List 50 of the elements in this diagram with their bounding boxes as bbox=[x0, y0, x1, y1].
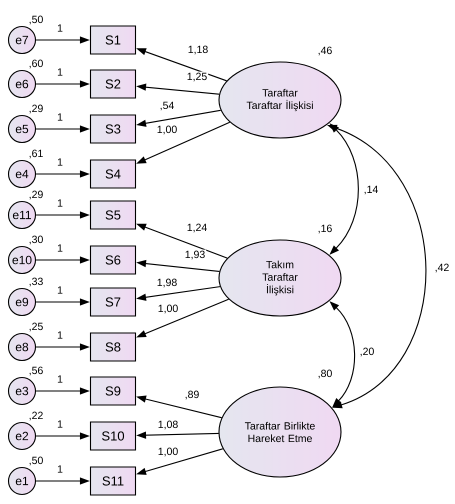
observed-variable-box: S8 bbox=[90, 332, 136, 362]
variance-label: ,60 bbox=[30, 60, 43, 68]
variance-label: ,80 bbox=[318, 370, 332, 378]
edge-label: ,42 bbox=[434, 262, 450, 274]
edge-label: 1 bbox=[56, 243, 64, 253]
observed-variable-box: S1 bbox=[90, 25, 136, 55]
observed-variable-box: S10 bbox=[90, 421, 136, 451]
variance-label: ,25 bbox=[30, 322, 43, 332]
edge-label: 1,00 bbox=[156, 446, 180, 458]
edge-label: 1 bbox=[56, 198, 64, 208]
edge-label: ,20 bbox=[358, 346, 376, 358]
edge-label: 1,18 bbox=[186, 44, 210, 56]
edge-label: 1 bbox=[56, 464, 64, 474]
variance-label: ,50 bbox=[30, 16, 43, 24]
edge-label: 1 bbox=[56, 23, 64, 33]
edge-label: 1 bbox=[56, 419, 64, 429]
edge-label: 1,08 bbox=[156, 420, 180, 430]
variance-label: ,29 bbox=[30, 104, 43, 114]
edge-label: ,54 bbox=[158, 100, 176, 112]
edge-label: 1,00 bbox=[156, 124, 178, 136]
variance-label: ,61 bbox=[30, 150, 43, 158]
observed-variable-box: S5 bbox=[90, 200, 136, 230]
observed-variable-box: S11 bbox=[90, 466, 136, 496]
variance-label: ,29 bbox=[30, 190, 43, 200]
edge-label: ,14 bbox=[362, 184, 380, 196]
variance-label: ,46 bbox=[318, 46, 332, 56]
variance-label: ,33 bbox=[30, 278, 43, 286]
variance-label: ,22 bbox=[30, 412, 43, 420]
edge-label: 1,98 bbox=[156, 278, 178, 288]
variance-label: ,30 bbox=[30, 236, 43, 244]
observed-variable-box: S7 bbox=[90, 287, 136, 317]
edge-label: 1,93 bbox=[184, 250, 206, 260]
observed-variable-box: S6 bbox=[90, 245, 136, 275]
variance-label: ,50 bbox=[30, 456, 43, 466]
edge-label: ,89 bbox=[184, 390, 200, 400]
edge-label: 1 bbox=[56, 285, 64, 295]
observed-variable-box: S4 bbox=[90, 159, 136, 189]
edge-label: 1 bbox=[56, 330, 64, 340]
variance-label: ,16 bbox=[318, 224, 332, 234]
edge-label: 1,24 bbox=[186, 222, 208, 234]
edge-label: 1,25 bbox=[186, 72, 208, 82]
observed-variable-box: S9 bbox=[90, 376, 136, 406]
edge-label: 1,00 bbox=[156, 304, 180, 314]
edge-label: 1 bbox=[56, 112, 64, 122]
observed-variable-box: S2 bbox=[90, 69, 136, 99]
observed-variable-box: S3 bbox=[90, 114, 136, 144]
variance-label: ,56 bbox=[30, 366, 43, 376]
edge-label: 1 bbox=[56, 157, 64, 167]
edge-label: 1 bbox=[56, 67, 64, 77]
edge-label: 1 bbox=[56, 374, 64, 384]
